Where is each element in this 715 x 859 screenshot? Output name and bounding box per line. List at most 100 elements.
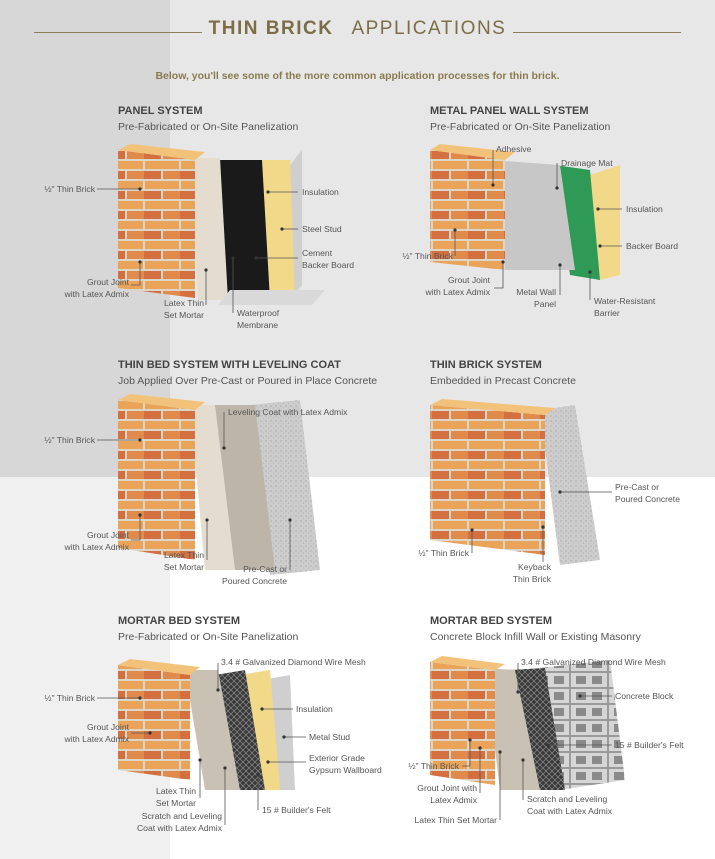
label-d1-membrane-2: Membrane [237,320,278,330]
builders-felt-shape [510,668,565,790]
label-d4-keyback-2: Thin Brick [513,574,552,584]
section-title-metal-panel: METAL PANEL WALL SYSTEM [430,105,589,117]
label-d4-precast-1: Pre-Cast or [615,482,659,492]
diagram-thin-bed [118,394,320,575]
brick-face-2 [430,150,505,270]
diagram-mortar-bed-2 [430,656,625,790]
label-d2-thin-brick: ½" Thin Brick [402,251,453,261]
brick-top [118,144,205,160]
label-d5-grout-1: Grout Joint [87,722,130,732]
label-d2-grout-2: with Latex Admix [425,287,491,297]
label-d4-precast-2: Poured Concrete [615,494,680,504]
scratch-coat-shape [185,670,240,790]
label-d3-thin-brick: ½" Thin Brick [44,435,95,445]
brick-face [118,150,195,298]
metal-panel-shape [490,160,575,270]
section-subtitle-metal-panel: Pre-Fabricated or On-Site Panelization [430,121,611,133]
label-d3-mortar-2: Set Mortar [164,562,204,572]
label-d2-backer-board: Backer Board [626,241,678,251]
mortar-shape [190,158,228,300]
label-d1-mortar-1: Latex Thin [164,298,204,308]
brick-face-3 [118,400,195,560]
label-d5-scratch-1: Scratch and Leveling [142,811,222,821]
backer-insulation-shape [590,165,620,280]
barrier-shape [555,165,600,280]
label-d2-metal-panel-2: Panel [534,299,556,309]
label-d2-adhesive: Adhesive [496,144,532,154]
label-d5-gypsum-1: Exterior Grade [309,753,365,763]
mortar-shape-3 [190,405,235,570]
section-subtitle-mortar-bed-1: Pre-Fabricated or On-Site Panelization [118,631,299,643]
brick-face-4 [430,405,545,555]
label-d5-grout-2: with Latex Admix [64,734,130,744]
label-d5-thin-brick: ½" Thin Brick [44,693,95,703]
label-d1-mortar-2: Set Mortar [164,310,204,320]
label-d2-drainage-mat: Drainage Mat [561,158,613,168]
label-d1-membrane-1: Waterproof [237,308,280,318]
label-d5-insulation: Insulation [296,704,333,714]
label-d6-concrete-block: Concrete Block [615,691,674,701]
precast-shape [540,405,600,565]
brick-top-5 [118,659,200,675]
brick-top-6 [430,656,505,670]
label-d6-thin-brick: ½" Thin Brick [408,761,459,771]
label-d5-gypsum-2: Gypsum Wallboard [309,765,382,775]
concrete-block-shape [540,660,625,790]
label-d6-grout-1: Grout Joint with [417,783,477,793]
base-track [218,290,325,305]
section-title-thin-brick: THIN BRICK SYSTEM [430,359,542,371]
label-d1-cement-1: Cement [302,248,333,258]
label-d6-scratch-2: Coat with Latex Admix [527,806,613,816]
label-d4-keyback-1: Keyback [518,562,552,572]
diagram-panel-system [118,144,325,305]
section-title-panel-system: PANEL SYSTEM [118,105,203,117]
label-d5-wire-mesh: 3.4 # Galvanized Diamond Wire Mesh [221,657,366,667]
label-d1-grout-1: Grout Joint [87,277,130,287]
leader-lines [97,150,622,825]
section-subtitle-thin-brick: Embedded in Precast Concrete [430,375,576,387]
page-title: THIN BRICK APPLICATIONS [0,18,715,40]
label-d3-leveling-coat: Leveling Coat with Latex Admix [228,407,348,417]
title-rule-right [513,32,681,33]
label-d2-grout-1: Grout Joint [448,275,491,285]
brick-top-3 [118,394,205,410]
label-d1-steel-stud: Steel Stud [302,224,342,234]
label-d3-grout-1: Grout Joint [87,530,130,540]
label-d6-scratch-1: Scratch and Leveling [527,794,607,804]
label-d5-mortar-2: Set Mortar [156,798,196,808]
labels: ½" Thin Brick Grout Joint with Latex Adm… [44,144,684,833]
label-d3-mortar-1: Latex Thin [164,550,204,560]
diagram-thin-brick [430,399,600,565]
brick-face-5 [118,665,190,780]
intro-text: Below, you'll see some of the more commo… [155,70,560,82]
scratch-coat-shape-6 [485,668,540,790]
label-d1-cement-2: Backer Board [302,260,354,270]
section-subtitle-mortar-bed-2: Concrete Block Infill Wall or Existing M… [430,631,641,643]
label-d3-grout-2: with Latex Admix [64,542,130,552]
label-d6-latex-mortar: Latex Thin Set Mortar [415,815,498,825]
label-d1-grout-2: with Latex Admix [64,289,130,299]
title-rest: APPLICATIONS [351,18,507,39]
brick-face-6 [430,662,495,785]
label-d1-insulation: Insulation [302,187,339,197]
label-d4-thin-brick: ½" Thin Brick [418,548,469,558]
label-d2-metal-panel-1: Metal Wall [516,287,556,297]
section-subtitle-panel-system: Pre-Fabricated or On-Site Panelization [118,121,299,133]
label-d6-wire-mesh: 3.4 # Galvanized Diamond Wire Mesh [521,657,666,667]
title-bold: THIN BRICK [208,18,334,39]
label-d5-felt: 15 # Builder's Felt [262,805,331,815]
membrane-shape [215,160,270,300]
label-d1-thin-brick: ½" Thin Brick [44,184,95,194]
title-rule-left [34,32,202,33]
label-d3-concrete-1: Pre-Cast or [243,564,287,574]
label-d3-concrete-2: Poured Concrete [222,576,287,586]
label-d2-barrier-2: Barrier [594,308,620,318]
section-title-mortar-bed-1: MORTAR BED SYSTEM [118,615,241,627]
label-d5-metal-stud: Metal Stud [309,732,350,742]
label-d2-insulation: Insulation [626,204,663,214]
diagram-metal-panel [430,144,620,280]
section-title-thin-bed: THIN BED SYSTEM WITH LEVELING COAT [118,359,341,371]
section-title-mortar-bed-2: MORTAR BED SYSTEM [430,615,553,627]
label-d5-mortar-1: Latex Thin [156,786,196,796]
